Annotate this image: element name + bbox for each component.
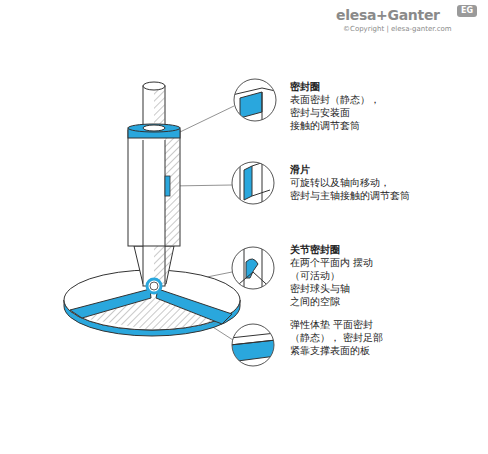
callout-text: 表面密封（静态）， 密封与安装面 接触的调节套筒 [290,93,400,132]
stem-top [143,82,165,90]
ball-joint [150,282,158,290]
detail-joint-seal [232,245,275,292]
callout-heading: 滑片 [290,163,310,176]
detail-elastomer-pad [230,324,276,366]
detail-seal [232,79,280,125]
ball-joint-seal [147,279,161,293]
callout-heading: 密封圈 [290,80,320,93]
base-disk [64,270,240,336]
copyright-note: ©Copyright | elesa-ganter.com [343,25,452,34]
slide-seal [165,176,170,196]
adjustment-sleeve [128,124,180,246]
callout-text: 在两个平面内 摆动（可活动） 密封球头与轴 之间的空隙 [290,256,400,308]
callout-heading: 关节密封圈 [290,243,340,256]
callout-text: 可旋转以及轴向移动， 密封与主轴接触的调节套筒 [290,176,415,202]
callout-text: 弹性体垫 平面密封（静态）， 密封足部 紧靠支撑表面的板 [290,318,405,357]
brand-logo: elesa+Ganter [336,6,440,24]
brand-badge: EG [457,5,477,17]
detail-slide [232,160,274,206]
